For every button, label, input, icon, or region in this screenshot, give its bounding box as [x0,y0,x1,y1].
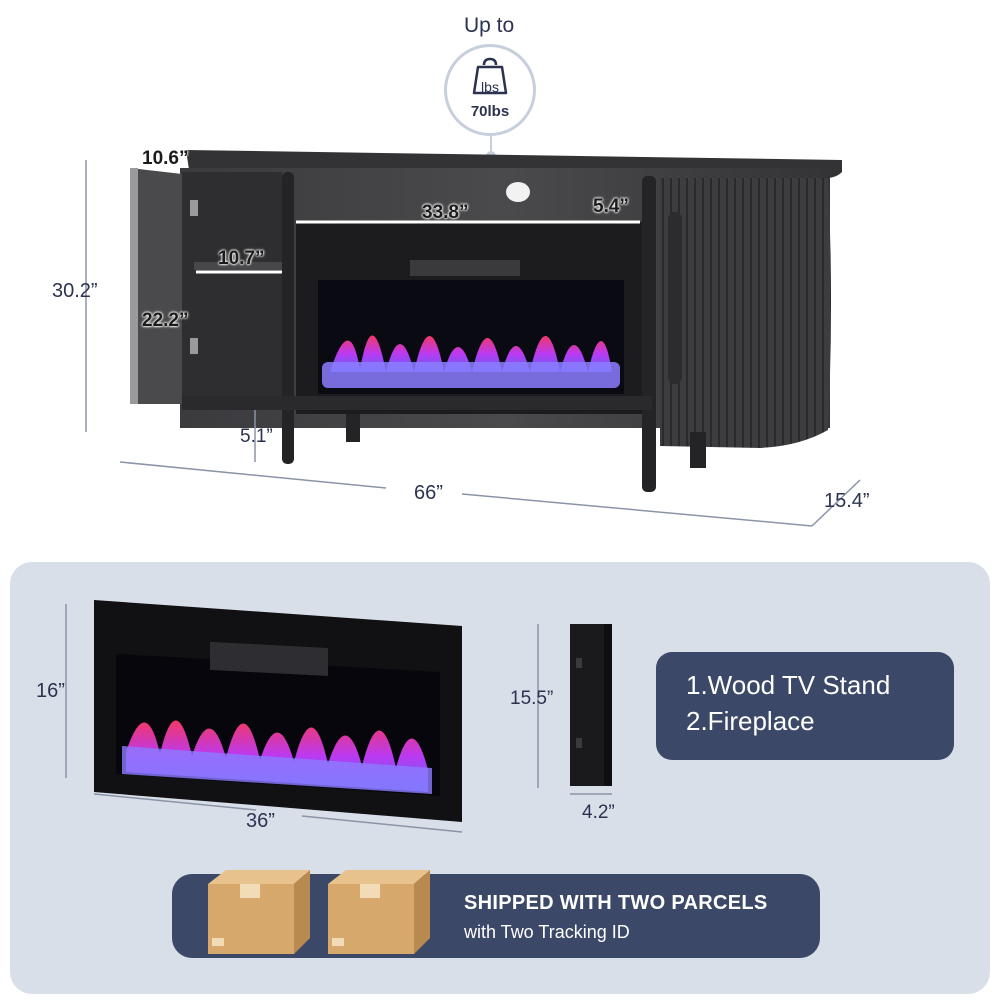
inner-height: 5.4” [593,196,629,217]
inner-width: 33.8” [422,202,469,223]
weight-unit-label: lbs [481,79,499,95]
weight-connector [490,136,492,156]
shipping-subline: with Two Tracking ID [464,922,630,942]
shelf-depth: 10.7” [218,248,265,269]
fireplace-width: 36” [246,810,275,832]
stand-clearance: 5.1” [240,426,273,447]
fireplace-height: 16” [36,680,65,702]
contents-item-1: 1.Wood TV Stand [686,670,891,700]
parcel-box-icon [208,870,430,954]
cabinet-height: 22.2” [142,310,189,331]
fireplace-front-illustration [65,600,463,833]
contents-item-2: 2.Fireplace [686,706,815,736]
shipping-headline: SHIPPED WITH TWO PARCELS [464,892,768,914]
weight-value: 70lbs [470,103,510,120]
tv-stand-illustration [130,150,842,492]
stand-depth: 15.4” [824,490,870,512]
fireplace-thickness: 4.2” [582,802,615,823]
stand-total-height: 30.2” [52,280,98,302]
weight-badge: lbs 70lbs [444,44,536,136]
tv-stand-dimension-lines [85,160,861,527]
stand-width: 66” [414,482,443,504]
door-depth: 10.6” [142,148,189,169]
weight-caption: Up to [464,14,515,37]
weight-icon [472,57,508,95]
fireplace-side-height: 15.5” [510,688,554,709]
contents-list: 1.Wood TV Stand 2.Fireplace [656,652,954,760]
fireplace-side-illustration [537,624,612,795]
